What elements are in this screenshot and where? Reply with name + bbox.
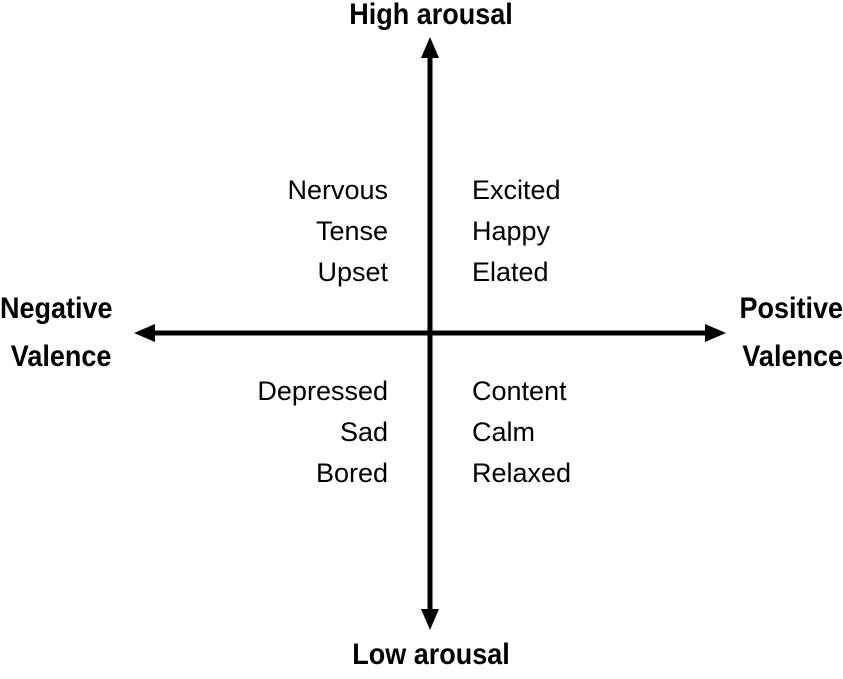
emotion-word: Tense (315, 216, 388, 246)
negative-valence-line-2: Valence (10, 340, 112, 373)
emotion-word: Relaxed (472, 458, 572, 488)
negative-valence-line-1: Negative (0, 292, 113, 325)
quadrant-high-negative: Nervous Tense Upset (287, 170, 388, 293)
positive-valence-line-1: Positive (739, 292, 843, 325)
high-arousal-label: High arousal (349, 0, 513, 31)
emotion-word: Sad (339, 417, 388, 447)
low-arousal-label: Low arousal (352, 638, 510, 671)
emotion-word: Elated (472, 257, 549, 287)
emotion-word: Happy (472, 216, 551, 246)
negative-valence-label: Negative Valence (0, 285, 126, 381)
emotion-word: Calm (472, 417, 536, 447)
arrowhead-right (705, 324, 726, 342)
quadrant-high-positive: Excited Happy Elated (472, 170, 561, 293)
arrowhead-left (134, 324, 155, 342)
emotion-word: Nervous (287, 175, 388, 205)
arrowhead-up (421, 37, 439, 58)
emotion-word: Upset (317, 257, 388, 287)
emotion-word: Content (472, 376, 567, 406)
arrowhead-down (421, 609, 439, 630)
emotion-word: Bored (315, 458, 388, 488)
positive-valence-label: Positive Valence (717, 285, 843, 381)
quadrant-low-negative: Depressed Sad Bored (257, 371, 388, 494)
quadrant-low-positive: Content Calm Relaxed (472, 371, 571, 494)
positive-valence-line-2: Valence (742, 340, 843, 373)
emotion-word: Depressed (257, 376, 388, 406)
emotion-word: Excited (472, 175, 561, 205)
